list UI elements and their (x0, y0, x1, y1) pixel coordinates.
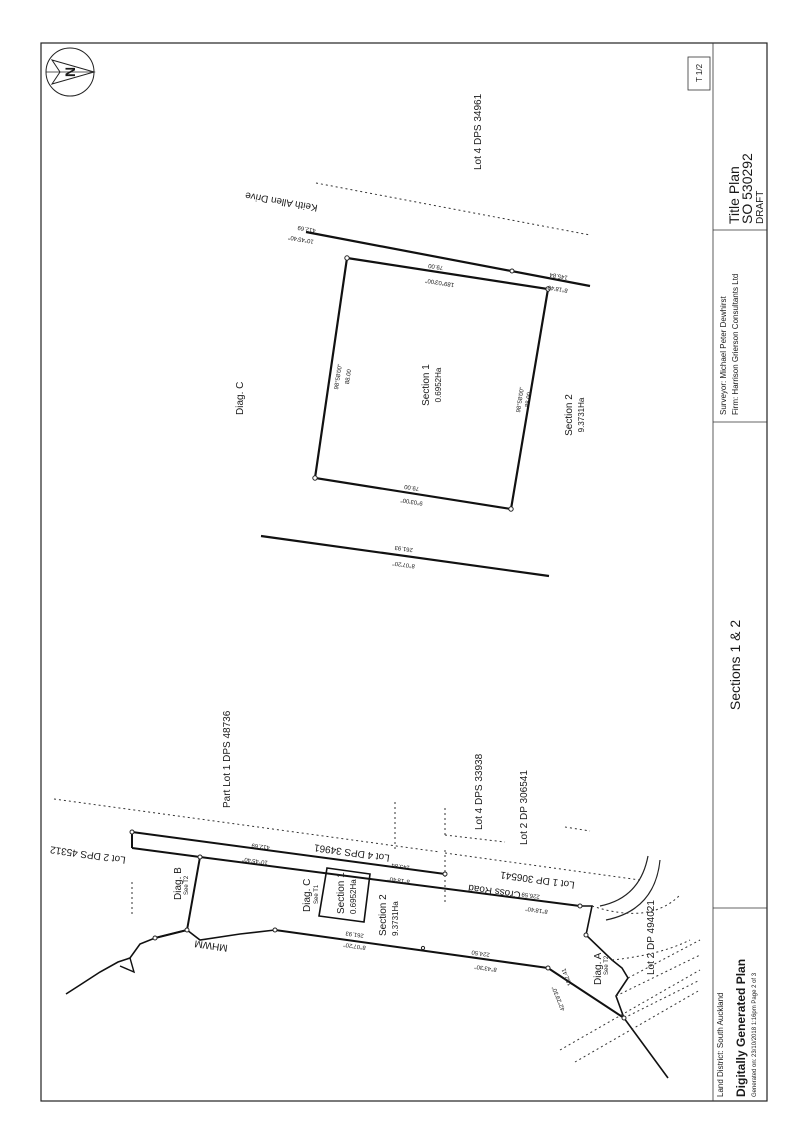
mhwm-label: MHWM (194, 937, 229, 953)
right-road-bearing: 8°18'40" (545, 283, 568, 293)
diag-a-label: Diag. A (593, 952, 604, 985)
lot1-dp-306541-label: Lot 1 DP 306541 (499, 869, 575, 890)
overview-section2-label: Section 2 (378, 894, 389, 936)
lot4-dps-33938-label: Lot 4 DPS 33938 (474, 753, 485, 830)
diag-c-title: Diag. C (235, 382, 246, 415)
diag-c-see: See T1 (314, 884, 320, 904)
sheet-border (40, 42, 768, 1102)
b6-distance: 152.41 (561, 967, 574, 987)
diag-b-see: See T2 (184, 875, 190, 895)
firm: Firm: Harrison Grierson Consultants Ltd (731, 274, 740, 415)
cross-road-label: Cross Road (468, 882, 522, 900)
b1-bearing: 10°45'40" (242, 855, 268, 865)
left-distance: 88.00 (345, 368, 353, 384)
b5-bearing: 8°43'30" (474, 963, 497, 972)
lot4-dps-34961-label: Lot 4 DPS 34961 (313, 841, 390, 863)
b4-bearing: 8°07'20" (343, 941, 366, 950)
section2-label: Section 2 (564, 394, 575, 436)
overview-section2-area: 9.3731Ha (391, 901, 400, 936)
overview-section1-area: 0.6952Ha (349, 879, 358, 914)
generated-on: Generated on: 23/10/2018 1:16pm Page 2 o… (752, 972, 758, 1097)
part-lot-label: Part Lot 1 DPS 48736 (222, 710, 233, 808)
sections-title: Sections 1 & 2 (727, 620, 743, 710)
sheet-ref: T 1/2 (695, 63, 704, 82)
north-arrow-icon: N (45, 47, 96, 97)
b2-distance: 145.84 (391, 861, 411, 870)
lot2-dp-494021-label: Lot 2 DP 494021 (646, 900, 657, 975)
b4-distance: 261.93 (345, 929, 365, 938)
diag-b-label: Diag. B (173, 867, 184, 900)
so-number: SO 530292 (739, 153, 755, 224)
b3-distance: 226.59 (521, 890, 541, 899)
lot2-dp-306541-label: Lot 2 DP 306541 (519, 770, 530, 845)
left-bearing: 98°58'00" (334, 364, 344, 390)
land-district: Land District: South Auckland (716, 992, 725, 1097)
section1-label: Section 1 (421, 364, 432, 406)
b5-distance: 224.50 (471, 948, 491, 957)
title-plan: Title Plan (726, 166, 742, 224)
lot2-dps-label: Lot 2 DPS 45312 (49, 843, 126, 865)
section1-area: 0.6952Ha (434, 367, 443, 402)
north-letter: N (62, 67, 78, 77)
top-distance: 79.00 (427, 262, 443, 270)
road-bearing: 10°45'40" (288, 234, 314, 244)
title-block (687, 43, 767, 1101)
overview-section1-label: Section 1 (336, 872, 347, 914)
section2-area: 9.3731Ha (577, 397, 586, 432)
south-bearing: 8°07'20" (392, 559, 415, 568)
draft-status: DRAFT (755, 191, 766, 224)
b3-bearing: 8°18'40" (525, 905, 548, 914)
road-distance: 412.69 (297, 224, 317, 233)
surveyor: Surveyor: Michael Peter Dewhirst (719, 296, 728, 415)
overview-drawing (53, 798, 701, 1079)
b1-distance: 412.69 (251, 841, 271, 850)
b2-bearing: 8°18'40" (387, 875, 410, 884)
diag-c-drawing (260, 182, 591, 578)
diag-c-lot-top: Lot 4 DPS 34961 (473, 93, 484, 170)
b6-bearing: 42°29'30" (552, 985, 567, 1011)
right-bearing: 98°58'00" (516, 387, 526, 413)
top-bearing: 189°03'00" (425, 277, 455, 287)
generated-title: Digitally Generated Plan (734, 959, 748, 1097)
right-road-distance: 145.84 (549, 271, 569, 280)
bottom-distance: 79.00 (403, 483, 419, 491)
diag-a-see: See T2 (604, 955, 610, 975)
south-distance: 261.93 (394, 544, 414, 553)
bottom-bearing: 9°03'00" (400, 496, 423, 505)
right-distance: 88.00 (525, 391, 533, 407)
keith-allen-drive: Keith Allen Drive (244, 189, 319, 213)
diag-c-overview-label: Diag. C (302, 879, 313, 912)
